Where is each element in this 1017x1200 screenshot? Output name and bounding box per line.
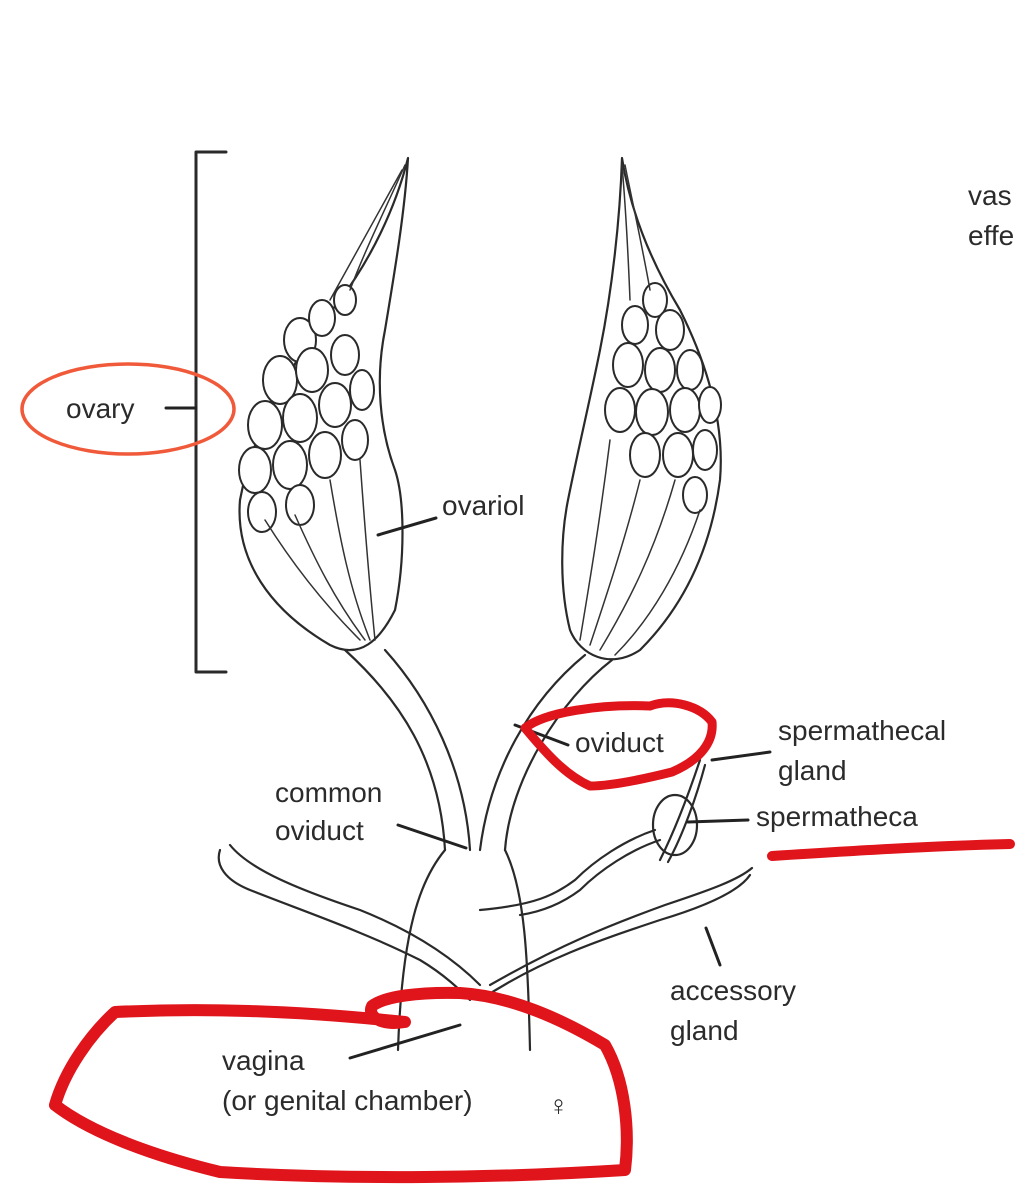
- label-oviduct: oviduct: [575, 727, 664, 758]
- spermatheca-leader: [688, 820, 748, 822]
- label-vagina-line2: (or genital chamber): [222, 1085, 473, 1116]
- right-lateral-oviduct: [480, 655, 585, 850]
- vagina-body-right: [505, 850, 530, 1050]
- ovary-bracket: [196, 152, 226, 672]
- label-accessory-line1: accessory: [670, 975, 796, 1006]
- accessory-gland-left-inner: [230, 845, 480, 985]
- accessory-gland-right-inner: [490, 868, 752, 985]
- label-spermatheca: spermatheca: [756, 801, 918, 832]
- label-accessory-line2: gland: [670, 1015, 739, 1046]
- spermatheca-duct: [520, 840, 660, 915]
- label-spermathecal-line2: gland: [778, 755, 847, 786]
- label-common-line2: oviduct: [275, 815, 364, 846]
- left-lateral-oviduct-inner: [385, 650, 470, 850]
- label-common-line1: common: [275, 777, 382, 808]
- label-cutoff-line1: vas: [968, 180, 1012, 211]
- common-oviduct-leader: [398, 825, 466, 848]
- label-ovary: ovary: [66, 393, 134, 424]
- label-ovariol: ovariol: [442, 490, 524, 521]
- ovariol-leader: [378, 518, 436, 535]
- accessory-gland-leader: [706, 928, 720, 965]
- label-cutoff-line2: effe: [968, 220, 1014, 251]
- spermathecal-gland-leader: [712, 752, 770, 760]
- accessory-gland-left: [219, 850, 470, 1000]
- spermathecal-gland-duct-2: [668, 765, 705, 862]
- spermatheca-underline: [772, 844, 1010, 856]
- female-symbol: ♀: [548, 1090, 569, 1121]
- left-ovary: [239, 158, 408, 650]
- right-ovary: [562, 158, 721, 659]
- label-spermathecal-line1: spermathecal: [778, 715, 946, 746]
- label-vagina-line1: vagina: [222, 1045, 305, 1076]
- vagina-leader: [350, 1025, 460, 1058]
